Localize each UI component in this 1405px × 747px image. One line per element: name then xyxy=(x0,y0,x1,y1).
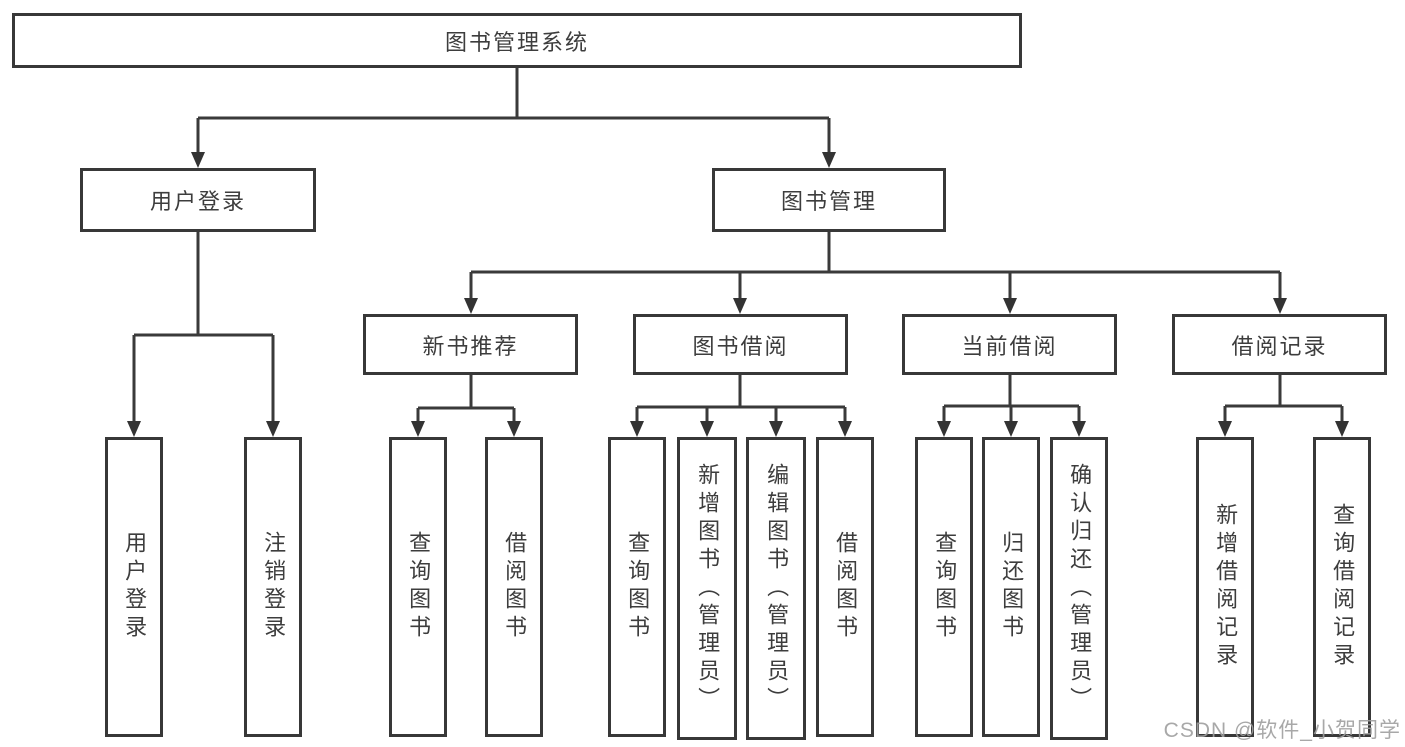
leaf-query-books-3: 查询图书 xyxy=(915,437,973,737)
node-root-label: 图书管理系统 xyxy=(444,29,589,55)
leaf-user-login: 用户登录 xyxy=(105,437,163,737)
leaf-query-books-2: 查询图书 xyxy=(608,437,666,737)
leaf-confirm-return-admin: 确认归还（管理员） xyxy=(1050,437,1108,740)
node-book-borrow: 图书借阅 xyxy=(633,314,848,375)
leaf-confirm-return-admin-label: 确认归还（管理员） xyxy=(1067,462,1093,715)
node-book-management: 图书管理 xyxy=(712,168,946,232)
node-user-login-label: 用户登录 xyxy=(149,189,246,214)
leaf-query-books-1: 查询图书 xyxy=(389,437,447,737)
leaf-add-books-admin-label: 新增图书（管理员） xyxy=(695,462,721,715)
leaf-borrow-books-1: 借阅图书 xyxy=(485,437,543,737)
node-borrow-record: 借阅记录 xyxy=(1172,314,1387,375)
leaf-query-books-1-label: 查询图书 xyxy=(406,531,432,643)
node-book-management-label: 图书管理 xyxy=(780,189,877,214)
leaf-add-borrow-record: 新增借阅记录 xyxy=(1196,437,1254,737)
leaf-query-borrow-record: 查询借阅记录 xyxy=(1313,437,1371,737)
leaf-query-books-2-label: 查询图书 xyxy=(625,531,651,643)
node-user-login: 用户登录 xyxy=(80,168,316,232)
leaf-edit-books-admin: 编辑图书（管理员） xyxy=(746,437,806,740)
leaf-borrow-books-2: 借阅图书 xyxy=(816,437,874,737)
leaf-add-books-admin: 新增图书（管理员） xyxy=(677,437,737,740)
node-root: 图书管理系统 xyxy=(12,13,1022,68)
leaf-logout: 注销登录 xyxy=(244,437,302,737)
leaf-user-login-label: 用户登录 xyxy=(122,531,148,643)
node-new-book-recommend: 新书推荐 xyxy=(363,314,578,375)
leaf-query-borrow-record-label: 查询借阅记录 xyxy=(1330,503,1356,671)
leaf-add-borrow-record-label: 新增借阅记录 xyxy=(1213,503,1239,671)
node-current-borrow-label: 当前借阅 xyxy=(961,333,1058,359)
node-borrow-record-label: 借阅记录 xyxy=(1231,333,1328,359)
leaf-logout-label: 注销登录 xyxy=(261,531,287,643)
leaf-borrow-books-1-label: 借阅图书 xyxy=(502,531,528,643)
leaf-borrow-books-2-label: 借阅图书 xyxy=(833,531,859,643)
node-book-borrow-label: 图书借阅 xyxy=(692,333,789,359)
leaf-return-books-label: 归还图书 xyxy=(999,531,1025,643)
leaf-query-books-3-label: 查询图书 xyxy=(932,531,958,643)
node-current-borrow: 当前借阅 xyxy=(902,314,1117,375)
watermark: CSDN @软件_小贺同学 xyxy=(1163,719,1401,742)
leaf-return-books: 归还图书 xyxy=(982,437,1040,737)
node-new-book-recommend-label: 新书推荐 xyxy=(422,333,519,359)
leaf-edit-books-admin-label: 编辑图书（管理员） xyxy=(764,462,790,715)
